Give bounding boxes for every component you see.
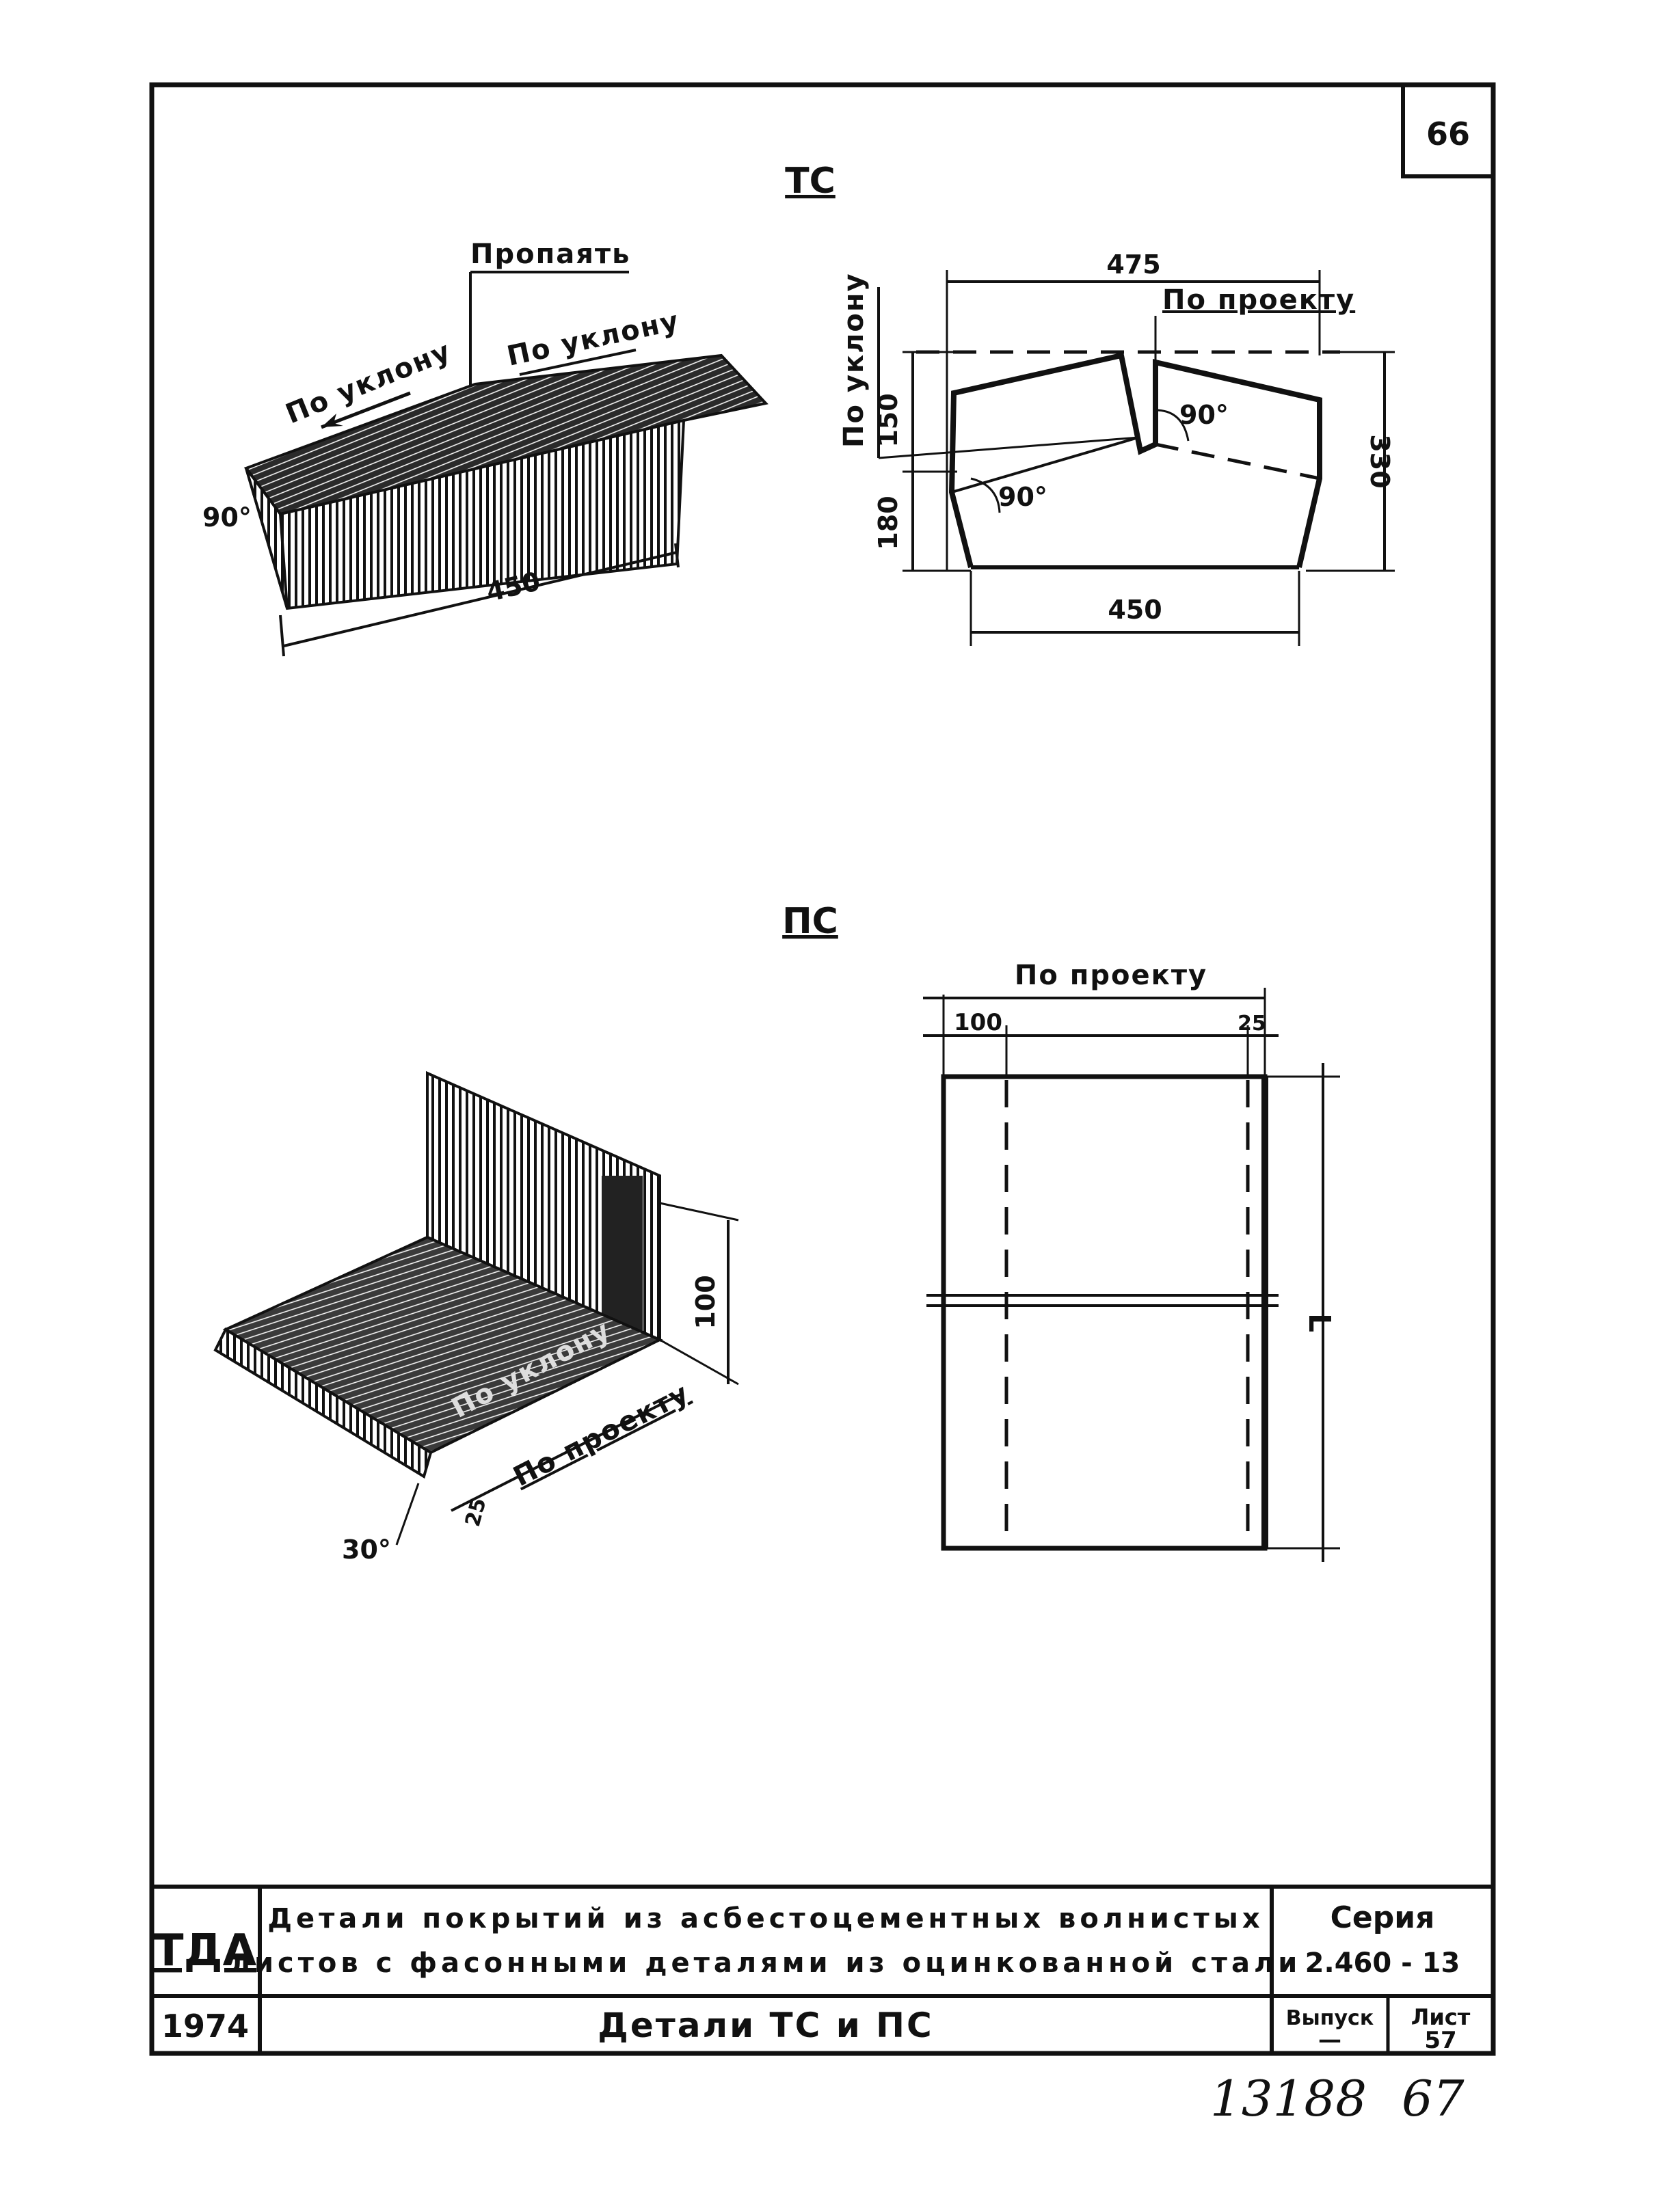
pc-plan-view: По проекту 100 25 L — [923, 960, 1340, 1562]
year: 1974 — [161, 2008, 249, 2045]
sheet-frame: 66 — [149, 82, 1496, 2056]
pc-project-label-plan: По проекту — [1015, 960, 1207, 991]
tc-angle-top: 90° — [1179, 400, 1229, 430]
pc-sheet-outline — [941, 1074, 1268, 1551]
tc-bottom-width: 450 — [1108, 595, 1162, 625]
page-number: 66 — [1426, 116, 1470, 152]
tc-slope-vertical-label: По уклону — [838, 272, 870, 448]
tc-project-label: По проекту — [1162, 284, 1355, 316]
pc-height: 100 — [691, 1275, 721, 1329]
description-line-2: листов с фасонными деталями из оцинкован… — [230, 1947, 1302, 1979]
pc-left-dim: 100 — [954, 1009, 1002, 1036]
sheet-label: Лист — [1411, 2004, 1471, 2030]
title-block: ТДА Детали покрытий из асбестоцементных … — [152, 1885, 1493, 2054]
tc-isometric-view: Пропаять По уклону По уклону 90° 450 — [202, 239, 768, 657]
sheet-title: Детали ТС и ПС — [598, 2006, 933, 2045]
tc-plan-view: 475 По проекту 90° 90° 150 180 По уклону… — [838, 249, 1395, 646]
page-number-box — [1401, 83, 1495, 178]
handwritten-number-1: 13188 — [1210, 2070, 1367, 2127]
pc-title: ПС — [782, 901, 838, 942]
pc-isometric-view: По уклону 100 По проекту 30° 25 — [213, 1070, 739, 1565]
tc-total-height: 330 — [1365, 434, 1395, 488]
tc-lower-height: 180 — [873, 496, 903, 550]
pc-small-dim: 25 — [461, 1496, 492, 1529]
tc-angle-bottom: 90° — [998, 482, 1047, 512]
issue-value: — — [1318, 2026, 1341, 2053]
description-line-1: Детали покрытий из асбестоцементных волн… — [267, 1903, 1264, 1934]
sheet-value: 57 — [1424, 2027, 1456, 2054]
handwritten-number-2: 67 — [1402, 2070, 1465, 2127]
tc-iso-angle: 90° — [202, 502, 252, 532]
pc-iso-angle: 30° — [342, 1535, 391, 1565]
tc-top-width: 475 — [1106, 249, 1160, 280]
issue-label: Выпуск — [1286, 2006, 1374, 2030]
series-value: 2.460 - 13 — [1305, 1947, 1460, 1979]
solder-label: Пропаять — [470, 239, 630, 270]
series-label: Серия — [1331, 1900, 1435, 1935]
pc-right-dim: 25 — [1238, 1012, 1266, 1036]
org-logo: ТДА — [154, 1926, 257, 1976]
tc-title: ТС — [785, 161, 836, 202]
pc-length-label: L — [1302, 1313, 1337, 1332]
